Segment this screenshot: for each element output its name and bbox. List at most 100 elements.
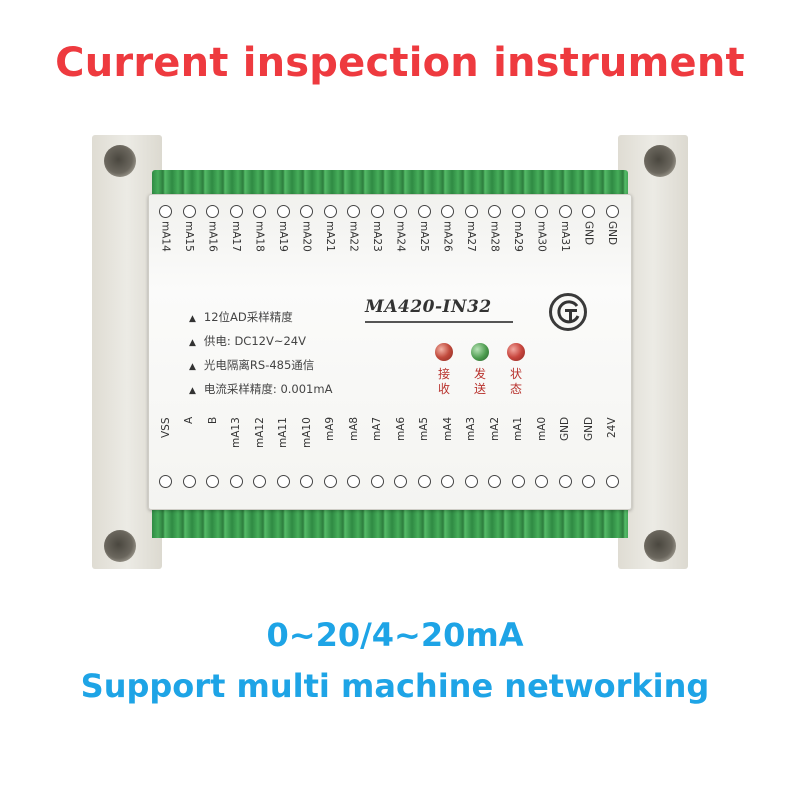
screw-hole bbox=[104, 530, 136, 562]
terminal-screw-icon bbox=[276, 205, 290, 218]
pin-label: mA25 bbox=[418, 221, 430, 252]
pin-label: mA31 bbox=[559, 221, 571, 252]
terminal-screw-icon bbox=[464, 475, 478, 488]
terminal-screw-icon bbox=[276, 475, 290, 488]
triangle-icon: ▲ bbox=[189, 314, 196, 324]
model-underline bbox=[365, 321, 513, 323]
top-pin-row bbox=[159, 205, 629, 225]
pin-label: mA29 bbox=[512, 221, 524, 252]
terminal-screw-icon bbox=[182, 205, 196, 218]
pin-label: mA9 bbox=[324, 417, 336, 442]
receive-led-icon bbox=[435, 343, 453, 361]
terminal-screw-icon bbox=[417, 475, 431, 488]
terminal-screw-icon bbox=[417, 205, 431, 218]
terminal-screw-icon bbox=[182, 475, 196, 488]
pin-label: mA18 bbox=[253, 221, 266, 252]
pin-label: mA27 bbox=[465, 221, 477, 252]
terminal-screw-icon bbox=[347, 475, 360, 488]
pin-label: GND bbox=[559, 417, 571, 442]
pin-label: mA0 bbox=[535, 417, 548, 442]
pin-label: mA5 bbox=[418, 417, 430, 442]
pin-label: mA4 bbox=[441, 417, 454, 442]
status-leds: 接收 发送 状态 bbox=[433, 343, 573, 413]
terminal-screw-icon bbox=[323, 205, 337, 218]
terminal-screw-icon bbox=[253, 205, 266, 218]
terminal-screw-icon bbox=[206, 205, 219, 218]
terminal-screw-icon bbox=[347, 205, 360, 218]
spec-item: ▲电流采样精度: 0.001mA bbox=[189, 377, 332, 401]
range-subtitle: 0~20/4~20mA bbox=[266, 616, 524, 654]
status-led-icon bbox=[507, 343, 525, 361]
terminal-screw-icon bbox=[370, 205, 384, 218]
pin-label: 24V bbox=[606, 417, 618, 438]
pin-label: mA1 bbox=[512, 417, 524, 442]
screw-hole bbox=[644, 530, 676, 562]
terminal-screw-icon bbox=[253, 475, 266, 488]
terminal-screw-icon bbox=[488, 205, 501, 218]
terminal-screw-icon bbox=[464, 205, 478, 218]
pin-label: mA22 bbox=[347, 221, 360, 252]
terminal-screw-icon bbox=[558, 475, 572, 488]
pin-label: mA23 bbox=[371, 221, 383, 252]
led-label-send: 发送 bbox=[473, 367, 486, 396]
pin-label: mA30 bbox=[535, 221, 548, 252]
pin-label: mA3 bbox=[465, 417, 477, 442]
pin-label: mA13 bbox=[230, 417, 242, 448]
terminal-screw-icon bbox=[394, 205, 407, 218]
page-title: Current inspection instrument bbox=[55, 40, 745, 86]
pin-label: mA8 bbox=[347, 417, 360, 442]
led-label-receive: 接收 bbox=[437, 367, 450, 396]
spec-item: ▲12位AD采样精度 bbox=[189, 305, 332, 329]
pin-label: mA6 bbox=[394, 417, 407, 442]
terminal-screw-icon bbox=[558, 205, 572, 218]
terminal-screw-icon bbox=[159, 205, 172, 218]
spec-list: ▲12位AD采样精度 ▲供电: DC12V~24V ▲光电隔离RS-485通信 … bbox=[189, 305, 332, 401]
terminal-screw-icon bbox=[229, 205, 243, 218]
bottom-pin-row bbox=[159, 475, 629, 495]
terminal-screw-icon bbox=[605, 475, 619, 488]
pin-label: mA17 bbox=[230, 221, 242, 252]
terminal-screw-icon bbox=[511, 205, 525, 218]
pin-label: mA24 bbox=[394, 221, 407, 252]
pin-label: VSS bbox=[159, 417, 172, 438]
terminal-screw-icon bbox=[582, 205, 595, 218]
terminal-screw-icon bbox=[323, 475, 337, 488]
brand-logo-icon bbox=[549, 293, 587, 331]
terminal-screw-icon bbox=[488, 475, 501, 488]
pin-label: mA2 bbox=[488, 417, 501, 442]
networking-subtitle: Support multi machine networking bbox=[80, 667, 710, 705]
pin-label: GND bbox=[582, 221, 595, 246]
terminal-screw-icon bbox=[441, 205, 454, 218]
spec-item: ▲供电: DC12V~24V bbox=[189, 329, 332, 353]
spec-item: ▲光电隔离RS-485通信 bbox=[189, 353, 332, 377]
screw-hole bbox=[644, 145, 676, 177]
terminal-screw-icon bbox=[535, 205, 548, 218]
pin-label: mA11 bbox=[277, 417, 289, 448]
terminal-screw-icon bbox=[370, 475, 384, 488]
pin-label: mA14 bbox=[159, 221, 172, 252]
pin-label: GND bbox=[582, 417, 595, 442]
terminal-screw-icon bbox=[206, 475, 219, 488]
terminal-screw-icon bbox=[159, 475, 172, 488]
pin-label: mA26 bbox=[441, 221, 454, 252]
pin-label: mA15 bbox=[183, 221, 195, 252]
pin-label: GND bbox=[606, 221, 618, 246]
pin-label: B bbox=[206, 417, 219, 425]
pin-label: mA21 bbox=[324, 221, 336, 252]
terminal-screw-icon bbox=[229, 475, 243, 488]
pin-label: mA16 bbox=[206, 221, 219, 252]
pin-label: A bbox=[183, 417, 195, 425]
terminal-screw-icon bbox=[582, 475, 595, 488]
screw-hole bbox=[104, 145, 136, 177]
terminal-screw-icon bbox=[394, 475, 407, 488]
terminal-screw-icon bbox=[300, 205, 313, 218]
pin-label: mA28 bbox=[488, 221, 501, 252]
terminal-screw-icon bbox=[511, 475, 525, 488]
terminal-screw-icon bbox=[535, 475, 548, 488]
terminal-screw-icon bbox=[300, 475, 313, 488]
triangle-icon: ▲ bbox=[189, 362, 196, 372]
